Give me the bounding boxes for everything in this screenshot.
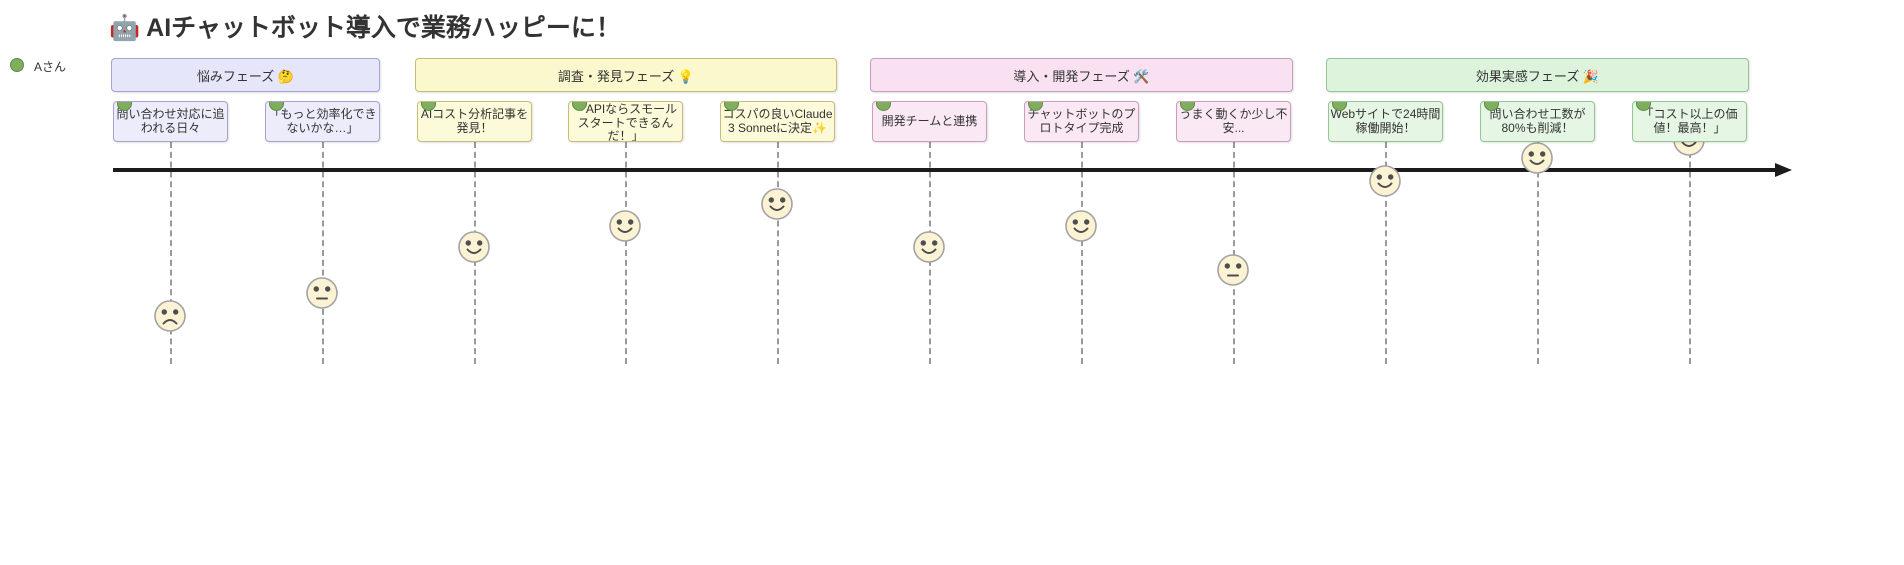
task-text: 問い合わせ対応に追 われる日々 [116,107,225,135]
connector-line [322,142,324,364]
task-card: 開発チームと連携 [872,101,987,142]
task-text: 「APIならスモール スタートできるん だ！」 [573,102,678,142]
task-card: チャットボットのプ ロトタイプ完成 [1024,101,1139,142]
task-card: 問い合わせ対応に追 われる日々 [113,101,228,142]
task-text: 問い合わせ工数が 80%も削減！ [1489,107,1586,135]
phase-label: 悩みフェーズ 🤔 [196,68,295,84]
phase-label: 調査・発見フェーズ 💡 [557,68,695,84]
task-card: 「もっと効率化でき ないかな…」 [265,101,380,142]
connector-line [625,142,627,364]
face-sad-icon [154,300,186,332]
connector-line [1233,142,1235,364]
task-text: うまく動くか少し不 安... [1179,107,1288,135]
face-smile-icon [1521,142,1553,174]
phase-header-kouka: 効果実感フェーズ 🎉 [1326,58,1749,92]
face-smile-icon [761,188,793,220]
timeline-axis [113,168,1777,172]
actor-color-icon [10,58,24,72]
phase-label: 効果実感フェーズ 🎉 [1475,68,1600,84]
face-smile-icon [609,210,641,242]
task-text: AIコスト分析記事を 発見！ [420,107,529,135]
task-text: 「もっと効率化でき ないかな…」 [268,107,377,135]
face-smile-icon [913,231,945,263]
task-card: Webサイトで24時間 稼働開始！ [1328,101,1443,142]
task-card: うまく動くか少し不 安... [1176,101,1291,142]
task-text: 「コスト以上の価 値！最高！」 [1641,107,1738,135]
page-title: 🤖 AIチャットボット導入で業務ハッピーに！ [109,14,621,42]
face-smile-icon [1065,210,1097,242]
connector-line [1081,142,1083,364]
timeline-arrowhead-icon [1775,163,1792,177]
actor-dot-icon [876,102,891,111]
task-text: 開発チームと連携 [881,113,978,128]
task-text: チャットボットのプ ロトタイプ完成 [1027,107,1136,135]
task-card: 問い合わせ工数が 80%も削減！ [1480,101,1595,142]
face-smile-icon [458,231,490,263]
task-card: 「コスト以上の価 値！最高！」 [1632,101,1747,142]
actor-name: Aさん [34,60,67,74]
task-text: コスパの良いClaude 3 Sonnetに決定✨ [722,107,833,135]
task-card: 「APIならスモール スタートできるん だ！」 [568,101,683,142]
face-neutral-icon [306,277,338,309]
connector-line [1537,142,1539,364]
connector-line [1385,142,1387,364]
connector-line [1689,142,1691,364]
face-smile-icon [1369,165,1401,197]
task-text: Webサイトで24時間 稼働開始！ [1330,107,1441,135]
phase-header-chousa: 調査・発見フェーズ 💡 [415,58,837,92]
connector-line [777,142,779,364]
phase-header-dounyuu: 導入・開発フェーズ 🛠️ [870,58,1293,92]
face-neutral-icon [1217,254,1249,286]
task-card: コスパの良いClaude 3 Sonnetに決定✨ [720,101,835,142]
task-card: AIコスト分析記事を 発見！ [417,101,532,142]
connector-line [170,142,172,364]
phase-label: 導入・開発フェーズ 🛠️ [1013,68,1150,84]
phase-header-nayami: 悩みフェーズ 🤔 [111,58,380,92]
